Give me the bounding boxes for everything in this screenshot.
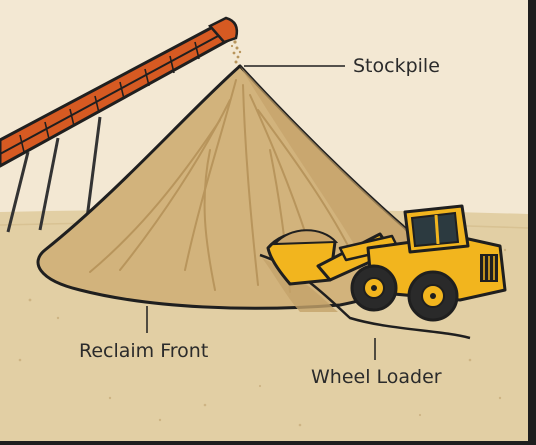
wheel-loader-icon <box>266 204 507 322</box>
ground-speckles <box>18 248 507 427</box>
reclaim-front-label: Reclaim Front <box>79 340 209 362</box>
wheel-loader-label: Wheel Loader <box>311 366 442 388</box>
conveyor-belt-icon <box>0 16 242 233</box>
stockpile-label: Stockpile <box>353 55 440 77</box>
